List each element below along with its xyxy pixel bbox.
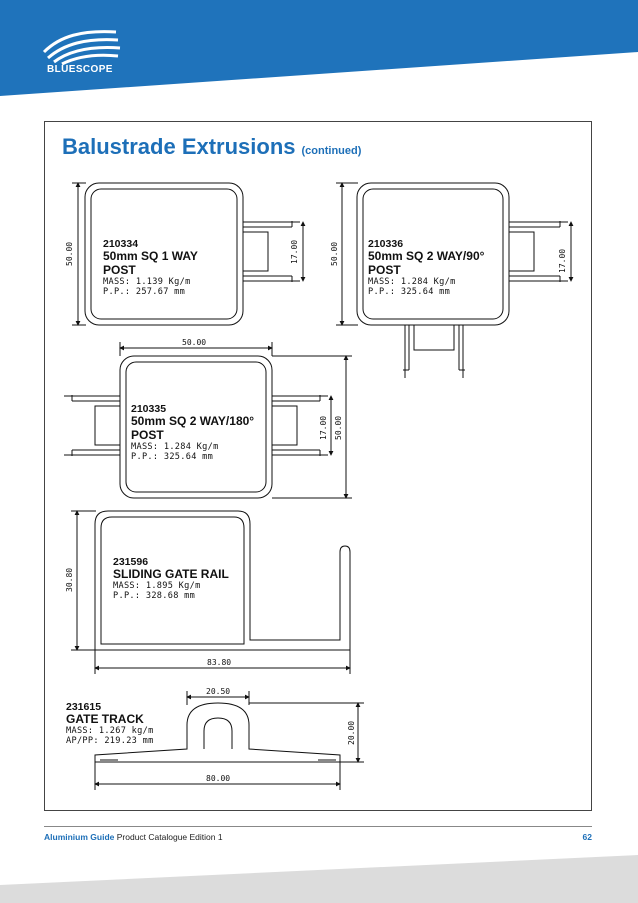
label-231596: 231596 SLIDING GATE RAIL MASS: 1.895 Kg/…	[113, 556, 229, 602]
profile-231615	[94, 691, 364, 790]
dim-231615-width: 80.00	[206, 774, 230, 783]
dim-210335-width: 50.00	[182, 338, 206, 347]
dim-210335-arm: 17.00	[319, 416, 328, 440]
brand-logo-text: BLUESCOPE	[47, 64, 113, 75]
dim-231596-width: 83.80	[207, 658, 231, 667]
bottom-band	[0, 855, 638, 903]
label-210336: 210336 50mm SQ 2 WAY/90° POST MASS: 1.28…	[368, 238, 484, 297]
product-code: 210334	[103, 238, 139, 250]
dim-210335-height: 50.00	[334, 416, 343, 440]
footer-edition: Product Catalogue Edition 1	[114, 832, 223, 842]
product-name-line1: GATE TRACK	[66, 712, 144, 727]
dim-210336-arm: 17.00	[558, 249, 567, 273]
product-mass: MASS: 1.284 Kg/m	[131, 441, 219, 452]
product-name-line1: 50mm SQ 1 WAY	[103, 249, 198, 264]
product-mass: MASS: 1.284 Kg/m	[368, 276, 456, 287]
dim-231615-height: 20.00	[347, 721, 356, 745]
product-pp: AP/PP: 219.23 mm	[66, 735, 154, 746]
label-210335: 210335 50mm SQ 2 WAY/180° POST MASS: 1.2…	[131, 403, 254, 462]
bluescope-logo-icon	[42, 30, 121, 66]
product-mass: MASS: 1.139 Kg/m	[103, 276, 191, 287]
dim-210334-arm: 17.00	[290, 240, 299, 264]
content-frame	[44, 121, 592, 811]
product-name-line1: 50mm SQ 2 WAY/90°	[368, 249, 485, 264]
product-name-line1: SLIDING GATE RAIL	[113, 567, 229, 582]
product-name-line2: POST	[368, 262, 401, 277]
product-code: 210336	[368, 238, 404, 250]
title-text: Balustrade Extrusions	[62, 134, 296, 159]
profile-210334	[72, 182, 306, 326]
footer-guide: Aluminium Guide	[44, 832, 115, 842]
profile-210336	[336, 182, 574, 378]
product-name-line2: POST	[103, 262, 136, 277]
product-pp: P.P.: 325.64 mm	[368, 286, 451, 297]
product-code: 231615	[66, 701, 102, 713]
label-210334: 210334 50mm SQ 1 WAY POST MASS: 1.139 Kg…	[103, 238, 198, 297]
dim-210336-height: 50.00	[330, 242, 339, 266]
title-subtitle: (continued)	[301, 145, 362, 157]
product-mass: MASS: 1.895 Kg/m	[113, 580, 201, 591]
page-title: Balustrade Extrusions (continued)	[62, 134, 361, 160]
dim-231596-height: 30.80	[65, 568, 74, 592]
product-name-line2: POST	[131, 427, 164, 442]
product-code: 231596	[113, 556, 149, 568]
product-pp: P.P.: 328.68 mm	[113, 590, 196, 601]
product-code: 210335	[131, 403, 167, 415]
profile-210335	[64, 342, 352, 499]
footer-divider	[44, 826, 592, 827]
header-band	[0, 0, 638, 96]
product-pp: P.P.: 325.64 mm	[131, 451, 214, 462]
product-mass: MASS: 1.267 kg/m	[66, 725, 154, 736]
footer-catalogue: Aluminium Guide Product Catalogue Editio…	[44, 832, 223, 842]
page-number: 62	[582, 832, 592, 842]
profile-231596	[71, 510, 351, 674]
label-231615: 231615 GATE TRACK MASS: 1.267 kg/m AP/PP…	[66, 701, 154, 747]
dim-210334-height: 50.00	[65, 242, 74, 266]
dim-231615-top: 20.50	[206, 687, 230, 696]
product-name-line1: 50mm SQ 2 WAY/180°	[131, 414, 255, 429]
product-pp: P.P.: 257.67 mm	[103, 286, 186, 297]
